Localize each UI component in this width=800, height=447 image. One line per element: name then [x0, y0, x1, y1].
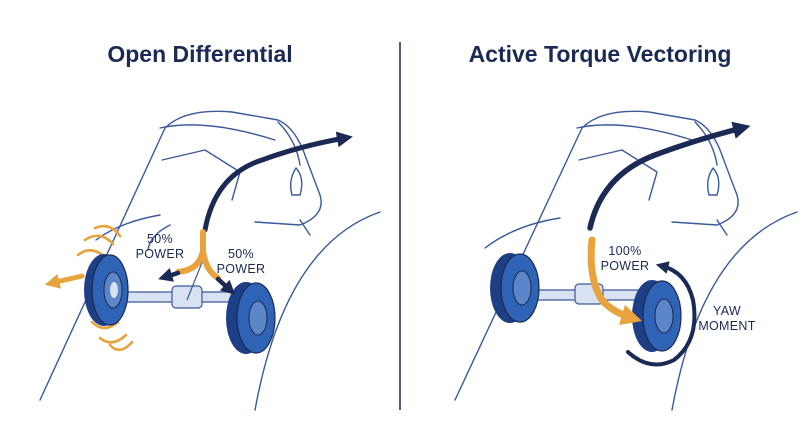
left-power-split [158, 229, 236, 295]
left-label-pct-a: 50% [147, 232, 173, 246]
left-slip-arrow [44, 273, 85, 289]
left-path-arrow [202, 131, 353, 233]
left-label-word-b: POWER [217, 262, 266, 276]
left-label-word-a: POWER [136, 247, 185, 261]
right-path-arrow [587, 121, 751, 231]
right-power-arrow [587, 236, 643, 326]
right-label-word: POWER [601, 259, 650, 273]
left-grip-wheel [226, 282, 276, 354]
yaw-label-line2: MOMENT [698, 319, 755, 333]
right-inner-wheel [490, 253, 540, 323]
left-spinning-wheel [76, 224, 134, 352]
right-outer-wheel [632, 280, 682, 352]
right-axle [527, 283, 649, 305]
left-car-outline [39, 110, 381, 411]
yaw-label-line1: YAW [713, 304, 741, 318]
yaw-moment-arrow [626, 261, 697, 367]
left-panel: Open Differential [39, 41, 381, 411]
right-panel: Active Torque Vectoring [454, 41, 798, 411]
left-label-pct-b: 50% [228, 247, 254, 261]
left-title: Open Differential [107, 41, 292, 67]
right-title: Active Torque Vectoring [469, 41, 732, 67]
right-label-pct: 100% [608, 244, 641, 258]
